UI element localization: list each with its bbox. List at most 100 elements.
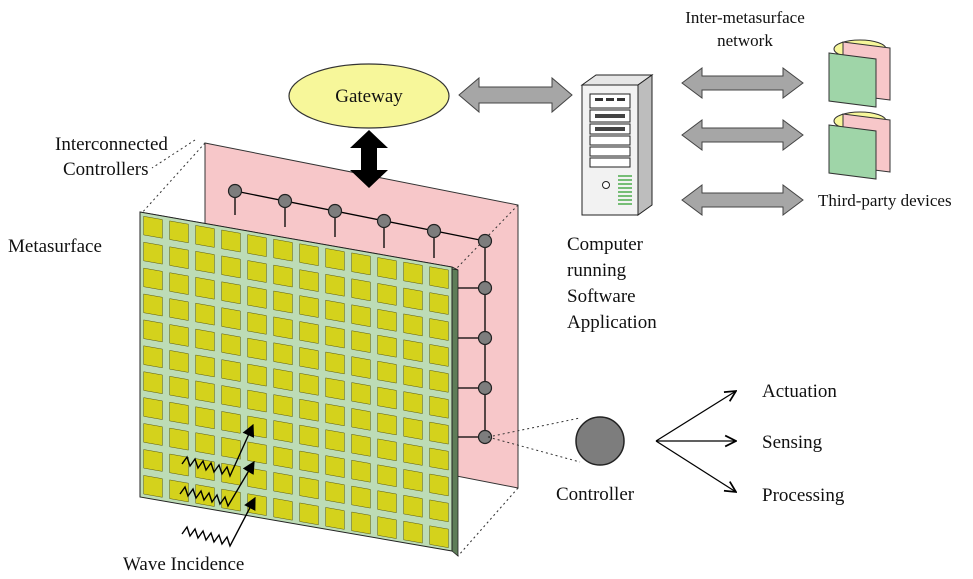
metasurface-cell [403, 287, 423, 311]
metasurface-cell [195, 406, 215, 430]
metasurface-cell [247, 493, 267, 516]
metasurface-cell [429, 266, 449, 289]
metasurface-cell [169, 298, 189, 321]
metasurface-cell [403, 313, 423, 337]
metasurface-cell [351, 330, 371, 353]
inter-network-label-1: Inter-metasurface [685, 8, 805, 27]
metasurface-cell [299, 424, 319, 448]
tablet-device-icon [828, 111, 891, 180]
metasurface-cell [377, 309, 397, 332]
metasurface-cell [377, 334, 397, 358]
metasurface-cell [195, 328, 215, 352]
metasurface-cell [403, 520, 423, 544]
sensing-label: Sensing [762, 432, 823, 453]
wave-arrow-icon [179, 460, 255, 508]
projection-line [139, 142, 206, 216]
computer-label-3: Software [567, 286, 636, 307]
controller-node [426, 223, 442, 239]
metasurface-cell [325, 325, 345, 349]
computer-label-2: running [567, 260, 627, 281]
server-tower-icon [580, 74, 654, 216]
metasurface-cell [299, 321, 319, 344]
metasurface-cell [351, 511, 371, 535]
controller-node [327, 203, 343, 219]
metasurface-cell [403, 391, 423, 414]
metasurface-cell [325, 248, 345, 271]
metasurface-cell [273, 394, 293, 417]
metasurface-cell [351, 278, 371, 302]
controller-nodes [227, 183, 493, 445]
projection-line [151, 139, 196, 169]
metasurface-cells [143, 216, 449, 548]
metasurface-cell [221, 437, 241, 460]
metasurface-cell [169, 453, 189, 477]
controller-node [277, 193, 293, 209]
metasurface-cell [247, 441, 267, 465]
metasurface-cell [325, 351, 345, 375]
wave-arrow-icon [181, 423, 255, 478]
gateway-controller-arrow [350, 130, 388, 188]
metasurface-cell [195, 225, 215, 248]
metasurface-cell [351, 408, 371, 431]
metasurface-cell [143, 293, 163, 317]
wave-incidence [179, 423, 256, 548]
metasurface-cell [273, 238, 293, 262]
metasurface-cell [403, 339, 423, 363]
metasurface-cell [351, 434, 371, 457]
metasurface-cell [247, 286, 267, 309]
metasurface-cell [169, 376, 189, 399]
projection-line [457, 487, 519, 557]
controller-detail-circle [575, 416, 625, 466]
metasurface-cell [299, 347, 319, 370]
metasurface-cell [273, 316, 293, 340]
controller-label: Controller [556, 484, 635, 505]
metasurface-cell [299, 450, 319, 474]
metasurface-cell [429, 473, 449, 497]
interconnected-controllers-label-2: Controllers [63, 159, 149, 180]
metasurface-cell [403, 495, 423, 518]
metasurface-cell [247, 312, 267, 335]
zoom-line [487, 417, 581, 438]
metasurface-cell [195, 251, 215, 274]
metasurface-cell [273, 420, 293, 443]
processing-label: Processing [762, 485, 845, 506]
network-arrow-3 [681, 184, 804, 216]
metasurface-cell [325, 481, 345, 504]
metasurface-cell [325, 274, 345, 297]
metasurface-cell [299, 373, 319, 396]
controller-node [477, 280, 493, 296]
metasurface-cell [195, 302, 215, 326]
metasurface-cell [247, 415, 267, 439]
network-arrow-2 [681, 119, 804, 151]
metasurface-cell [299, 295, 319, 318]
metasurface-cell [169, 324, 189, 347]
metasurface-label: Metasurface [8, 236, 102, 257]
metasurface-cell [143, 216, 163, 239]
wave-incidence-label: Wave Incidence [123, 554, 244, 575]
metasurface-cell [273, 342, 293, 366]
metasurface-cell [143, 475, 163, 498]
metasurface-cell [351, 382, 371, 405]
function-arrows [655, 391, 736, 492]
metasurface-cell [377, 438, 397, 462]
tablet-device-icon [828, 39, 891, 108]
metasurface-cell [351, 304, 371, 327]
metasurface-cell [325, 507, 345, 530]
controller-node [477, 233, 493, 249]
metasurface-cell [221, 281, 241, 305]
metasurface-cell [221, 307, 241, 330]
metasurface-cell [351, 356, 371, 379]
metasurface-cell [169, 350, 189, 373]
metasurface-cell [169, 246, 189, 269]
wave-arrow-icon [181, 496, 256, 548]
metasurface-cell [299, 243, 319, 266]
metasurface-cell [247, 337, 267, 361]
metasurface-cell [143, 241, 163, 265]
metasurface-cell [221, 333, 241, 356]
metasurface-cell [429, 525, 449, 548]
metasurface-cell [273, 472, 293, 495]
metasurface-cell [143, 423, 163, 446]
metasurface-cell [143, 449, 163, 472]
metasurface-cell [377, 516, 397, 539]
